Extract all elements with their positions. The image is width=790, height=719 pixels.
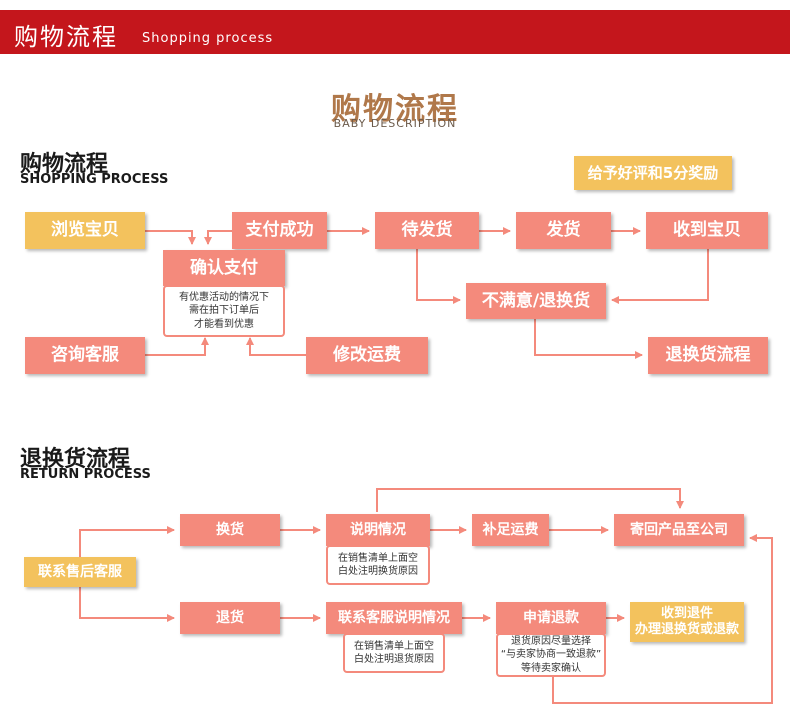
exchange-note-line: 在销售清单上面空 — [338, 552, 418, 564]
connector-contact-refund — [79, 587, 175, 622]
browse-box: 浏览宝贝 — [25, 212, 145, 249]
refund-note-line: 白处注明退货原因 — [354, 654, 434, 665]
add-shipping-fee-box: 补足运费 — [472, 514, 549, 546]
return-section-subtitle: RETURN PROCESS — [20, 467, 151, 482]
shopping-section-subtitle: SHOPPING PROCESS — [20, 172, 169, 187]
reward-box: 给予好评和5分奖励 — [574, 156, 732, 190]
logo-title: 购物流程 — [331, 92, 459, 127]
discount-note-line: 有优惠活动的情况下 — [179, 291, 269, 303]
contact-explain-box: 联系客服说明情况 — [326, 602, 462, 634]
discount-note-line: 需在拍下订单后 — [189, 305, 259, 317]
discount-note: 有优惠活动的情况下 需在拍下订单后 才能看到优惠 — [163, 285, 285, 337]
unsatisfied-return-box: 不满意/退换货 — [466, 283, 606, 319]
apply-refund-note: 退货原因尽量选择 “与卖家协商一致退款” 等待卖家确认 — [496, 633, 606, 677]
connector-contact-exchange — [79, 526, 175, 557]
logo-subtitle: BABY DESCRIPTION — [333, 117, 457, 130]
connector-receive-unsatisfied — [611, 249, 709, 304]
banner-title: 购物流程 — [14, 23, 118, 51]
connector-unsatisfied-returnflow — [534, 318, 643, 359]
await-shipment-box: 待发货 — [375, 212, 479, 249]
header-banner: 购物流程 Shopping process — [0, 10, 790, 54]
refund-box: 退货 — [180, 602, 280, 634]
receive-item-box: 收到宝贝 — [646, 212, 768, 249]
refund-reason-note: 在销售清单上面空 白处注明退货原因 — [343, 633, 445, 673]
send-back-box: 寄回产品至公司 — [614, 514, 744, 546]
receive-return-line: 办理退换货或退款 — [634, 622, 739, 637]
connector-pay-confirm — [204, 230, 232, 245]
receive-return-box: 收到退件 办理退换货或退款 — [630, 602, 744, 642]
contact-aftersales-box: 联系售后客服 — [24, 557, 136, 587]
consult-service-box: 咨询客服 — [25, 337, 145, 374]
ship-box: 发货 — [516, 212, 611, 249]
confirm-payment-box: 确认支付 — [163, 250, 285, 286]
exchange-reason-note: 在销售清单上面空 白处注明换货原因 — [326, 545, 430, 585]
connector-explain-sendback — [376, 488, 684, 512]
return-section-title: 退换货流程 — [20, 447, 131, 472]
refund-note-line: 在销售清单上面空 — [354, 640, 434, 652]
connector-consult-note — [145, 337, 209, 356]
shopping-section-title: 购物流程 — [20, 152, 109, 177]
connector-browse-confirm — [145, 230, 196, 245]
apply-note-line: 退货原因尽量选择 — [511, 635, 591, 647]
explain-situation-box: 说明情况 — [326, 514, 430, 546]
exchange-box: 换货 — [180, 514, 280, 546]
discount-note-line: 才能看到优惠 — [194, 318, 254, 330]
connector-apply-sendback — [552, 534, 773, 704]
connector-modify-note — [246, 337, 306, 356]
exchange-note-line: 白处注明换货原因 — [338, 566, 418, 577]
banner-subtitle: Shopping process — [142, 31, 274, 46]
receive-return-line: 收到退件 — [660, 606, 713, 622]
pay-success-box: 支付成功 — [232, 212, 327, 249]
apply-refund-box: 申请退款 — [496, 602, 606, 634]
connector-await-unsatisfied — [416, 249, 461, 304]
apply-note-line: 等待卖家确认 — [521, 662, 581, 674]
apply-note-line: “与卖家协商一致退款” — [500, 649, 602, 661]
return-flow-box: 退换货流程 — [648, 337, 768, 374]
modify-shipping-box: 修改运费 — [306, 337, 428, 374]
